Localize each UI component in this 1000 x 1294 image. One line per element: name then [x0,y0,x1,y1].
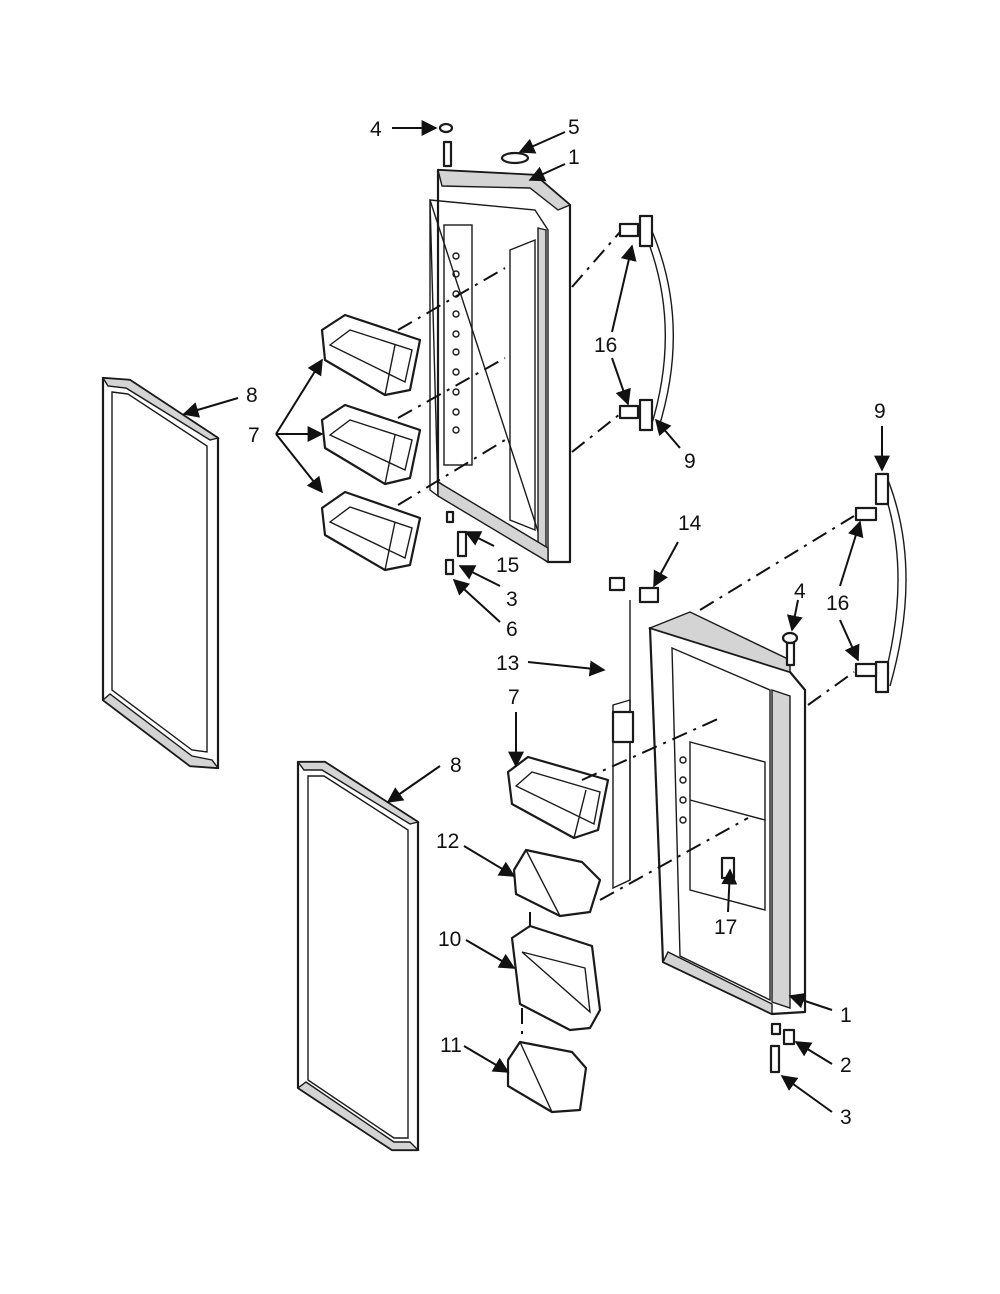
callout-8-bottom: 8 [450,754,462,777]
refrigerator-door-left [429,168,572,564]
callout-13: 13 [496,652,519,675]
callout-3-top: 3 [506,588,518,611]
hinge-hardware-left [444,510,468,576]
callout-8-top: 8 [246,384,258,407]
dispenser-tray [506,1040,588,1114]
hinge-cap-right [781,631,799,667]
door-bin-2 [320,403,422,486]
callout-7-top: 7 [248,424,260,447]
dispenser-bracket [608,576,660,890]
door-gasket-left [101,376,220,770]
door-bin-12 [512,848,602,918]
hinge-cap-top [438,122,530,168]
callout-6: 6 [506,618,518,641]
refrigerator-door-right [647,611,807,1016]
callout-4-right: 4 [794,580,806,603]
callout-14: 14 [678,512,702,535]
callout-9-right: 9 [874,400,886,423]
dispenser-housing [510,924,602,1032]
callout-7-bottom: 7 [508,686,520,709]
callout-17: 17 [714,916,737,939]
door-bin-1 [320,313,422,397]
door-bin-bottom [506,755,610,840]
callout-12: 12 [436,830,459,853]
door-handle-right [854,472,907,694]
callout-labels: 4 5 1 16 9 8 7 15 3 6 9 14 4 16 13 7 8 1… [246,116,886,1129]
door-bin-3 [320,490,422,572]
callout-3-bottom: 3 [840,1106,852,1129]
callout-16-top: 16 [594,334,617,357]
callout-9-top: 9 [684,450,696,473]
callout-5: 5 [568,116,580,139]
callout-15: 15 [496,554,519,577]
callout-10: 10 [438,928,461,951]
door-handle-top [618,214,674,432]
callout-1-bottom: 1 [840,1004,852,1027]
callout-11: 11 [440,1034,462,1057]
callout-2: 2 [840,1054,852,1077]
callout-16-right: 16 [826,592,849,615]
callout-4-top: 4 [370,118,382,141]
callout-leaders [182,120,890,1113]
hinge-hardware-right [769,1022,796,1074]
callout-1-top: 1 [568,146,580,169]
door-gasket-bottom [296,760,420,1152]
